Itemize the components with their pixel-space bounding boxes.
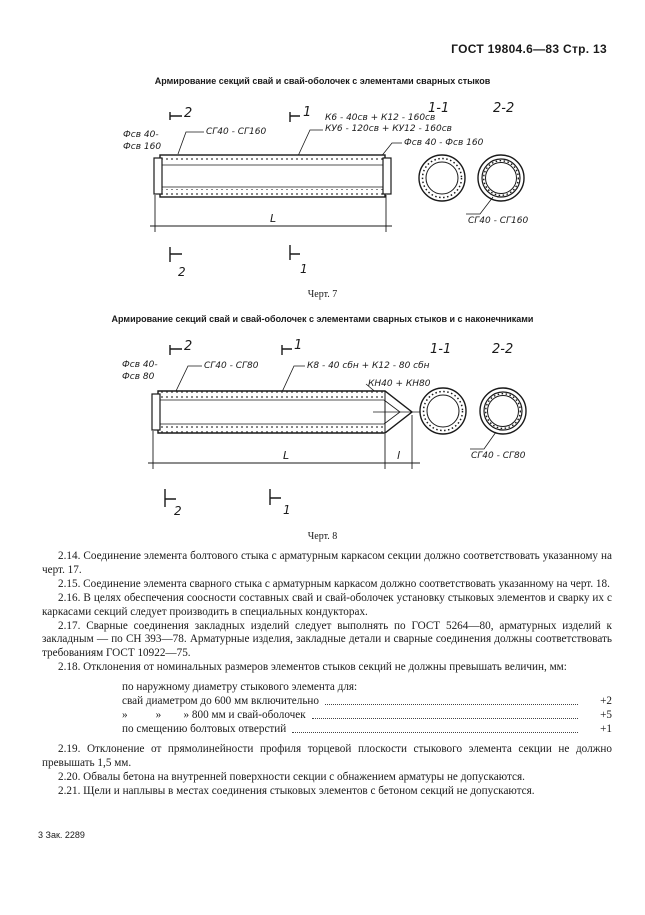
cross-section-1-1-8: [419, 387, 467, 435]
label-l-8: l: [397, 449, 400, 462]
tolerance-label: » » » 800 мм и свай-оболочек: [122, 708, 306, 721]
label-2-top-8: 2: [184, 339, 192, 354]
label-fsv-left-1-8: Фсв 40-: [122, 360, 158, 370]
cross-section-2-2-8: [479, 387, 527, 435]
figure-8-drawing: 2 1 Фсв 40- Фсв 80 СГ40 - СГ80 К8 - 40 с…: [122, 338, 527, 518]
label-1-bottom-8: 1: [283, 503, 291, 517]
cross-section-1-1: [418, 154, 466, 202]
leader-sg-right: [466, 196, 494, 215]
label-1-bottom: 1: [300, 262, 308, 276]
paragraph-2-14: 2.14. Соединение элемента болтового стык…: [42, 550, 612, 576]
figure-7-caption: Черт. 7: [307, 289, 338, 300]
paragraph-2-19: 2.19. Отклонение от прямолинейности проф…: [42, 742, 612, 769]
figure-8-caption: Черт. 8: [307, 531, 338, 542]
label-section-2-2-8: 2-2: [492, 342, 513, 357]
paragraph-2-21: 2.21. Щели и наплывы в местах соединения…: [58, 784, 535, 797]
section-mark-1-bottom: [289, 245, 300, 260]
tolerance-label: по смещению болтовых отверстий: [122, 722, 287, 735]
leader-sg: [177, 131, 204, 155]
section-mark-1-top: [289, 112, 300, 122]
label-2-bottom: 2: [178, 265, 186, 279]
label-fsv-right: Фсв 40 - Фсв 160: [404, 138, 484, 148]
paragraph-2-15: 2.15. Соединение элемента сварного стыка…: [58, 577, 610, 590]
section-mark-2-top: [169, 112, 182, 120]
leader-sg-8: [175, 365, 202, 392]
label-sg-right: СГ40 - СГ160: [468, 216, 528, 226]
figure-8-title: Армирование секций свай и свай-оболочек …: [111, 314, 534, 324]
figure-7-title: Армирование секций свай и свай-оболочек …: [154, 76, 491, 86]
label-sg-right-8: СГ40 - СГ80: [471, 451, 526, 461]
body-text: 2.14. Соединение элемента болтового стык…: [42, 550, 612, 798]
label-sg: СГ40 - СГ160: [206, 127, 266, 137]
paragraph-2-16: 2.16. В целях обеспечения соосности сост…: [42, 591, 612, 618]
pile-body-7: [153, 154, 392, 198]
label-1-top-8: 1: [294, 338, 302, 353]
tolerance-row: » » » 800 мм и свай-оболочек +5: [122, 709, 612, 723]
leader-fsv-right: [379, 142, 402, 159]
section-mark-1-top-8: [281, 345, 292, 355]
paragraph-2-17: 2.17. Сварные соединения закладных издел…: [42, 619, 612, 660]
leader-sg-right-8: [470, 431, 497, 450]
tolerance-list: по наружному диаметру стыкового элемента…: [122, 681, 612, 737]
section-mark-2-bottom-8: [164, 489, 176, 507]
label-section-1-1: 1-1: [428, 101, 449, 116]
label-ku6: КУ6 - 120св + КУ12 - 160св: [325, 124, 452, 134]
label-sg-8: СГ40 - СГ80: [204, 361, 259, 371]
label-k6: К6 - 40св + К12 - 160св: [325, 113, 435, 123]
page-footer: 3 Зак. 2289: [38, 830, 85, 840]
label-section-1-1-8: 1-1: [430, 342, 451, 357]
label-2-top: 2: [184, 106, 192, 121]
tolerance-label: свай диаметром до 600 мм включительно: [122, 695, 319, 708]
section-mark-1-bottom-8: [269, 489, 281, 505]
label-fsv-left-1: Фсв 40-: [123, 130, 159, 140]
label-L-7: L: [270, 212, 276, 225]
label-L-8: L: [283, 449, 289, 462]
pile-body-8: [151, 390, 420, 434]
cross-section-2-2: [477, 154, 525, 202]
tolerance-value: +5: [600, 708, 612, 721]
section-mark-2-bottom: [169, 247, 182, 262]
tolerance-row: по смещению болтовых отверстий +1: [122, 723, 612, 737]
label-1-top: 1: [303, 105, 311, 120]
tolerance-value: +2: [600, 695, 612, 708]
paragraph-2-20: 2.20. Обвалы бетона на внутренней поверх…: [58, 770, 525, 783]
dimension-L-7: [150, 195, 392, 232]
dimension-L-8: [148, 415, 420, 469]
label-fsv-left-2-8: Фсв 80: [122, 372, 155, 382]
figure-7-drawing: 2 1 Фсв 40- Фсв 160 СГ40 - СГ160 К6 - 40…: [123, 101, 528, 279]
label-kn: КН40 + КН80: [368, 379, 431, 389]
label-fsv-left-2: Фсв 160: [123, 142, 161, 152]
tolerance-value: +1: [600, 722, 612, 735]
label-k8: К8 - 40 сбн + К12 - 80 сбн: [307, 361, 430, 371]
label-2-bottom-8: 2: [174, 504, 182, 518]
tolerance-row: свай диаметром до 600 мм включительно +2: [122, 695, 612, 709]
paragraph-2-18: 2.18. Отклонения от номинальных размеров…: [58, 661, 567, 674]
leader-k6: [297, 129, 323, 157]
section-mark-2-top-8: [169, 345, 182, 355]
leader-k8: [281, 365, 305, 393]
tolerance-intro: по наружному диаметру стыкового элемента…: [122, 681, 358, 694]
label-section-2-2: 2-2: [493, 101, 514, 116]
page-header: ГОСТ 19804.6—83 Стр. 13: [451, 42, 607, 56]
